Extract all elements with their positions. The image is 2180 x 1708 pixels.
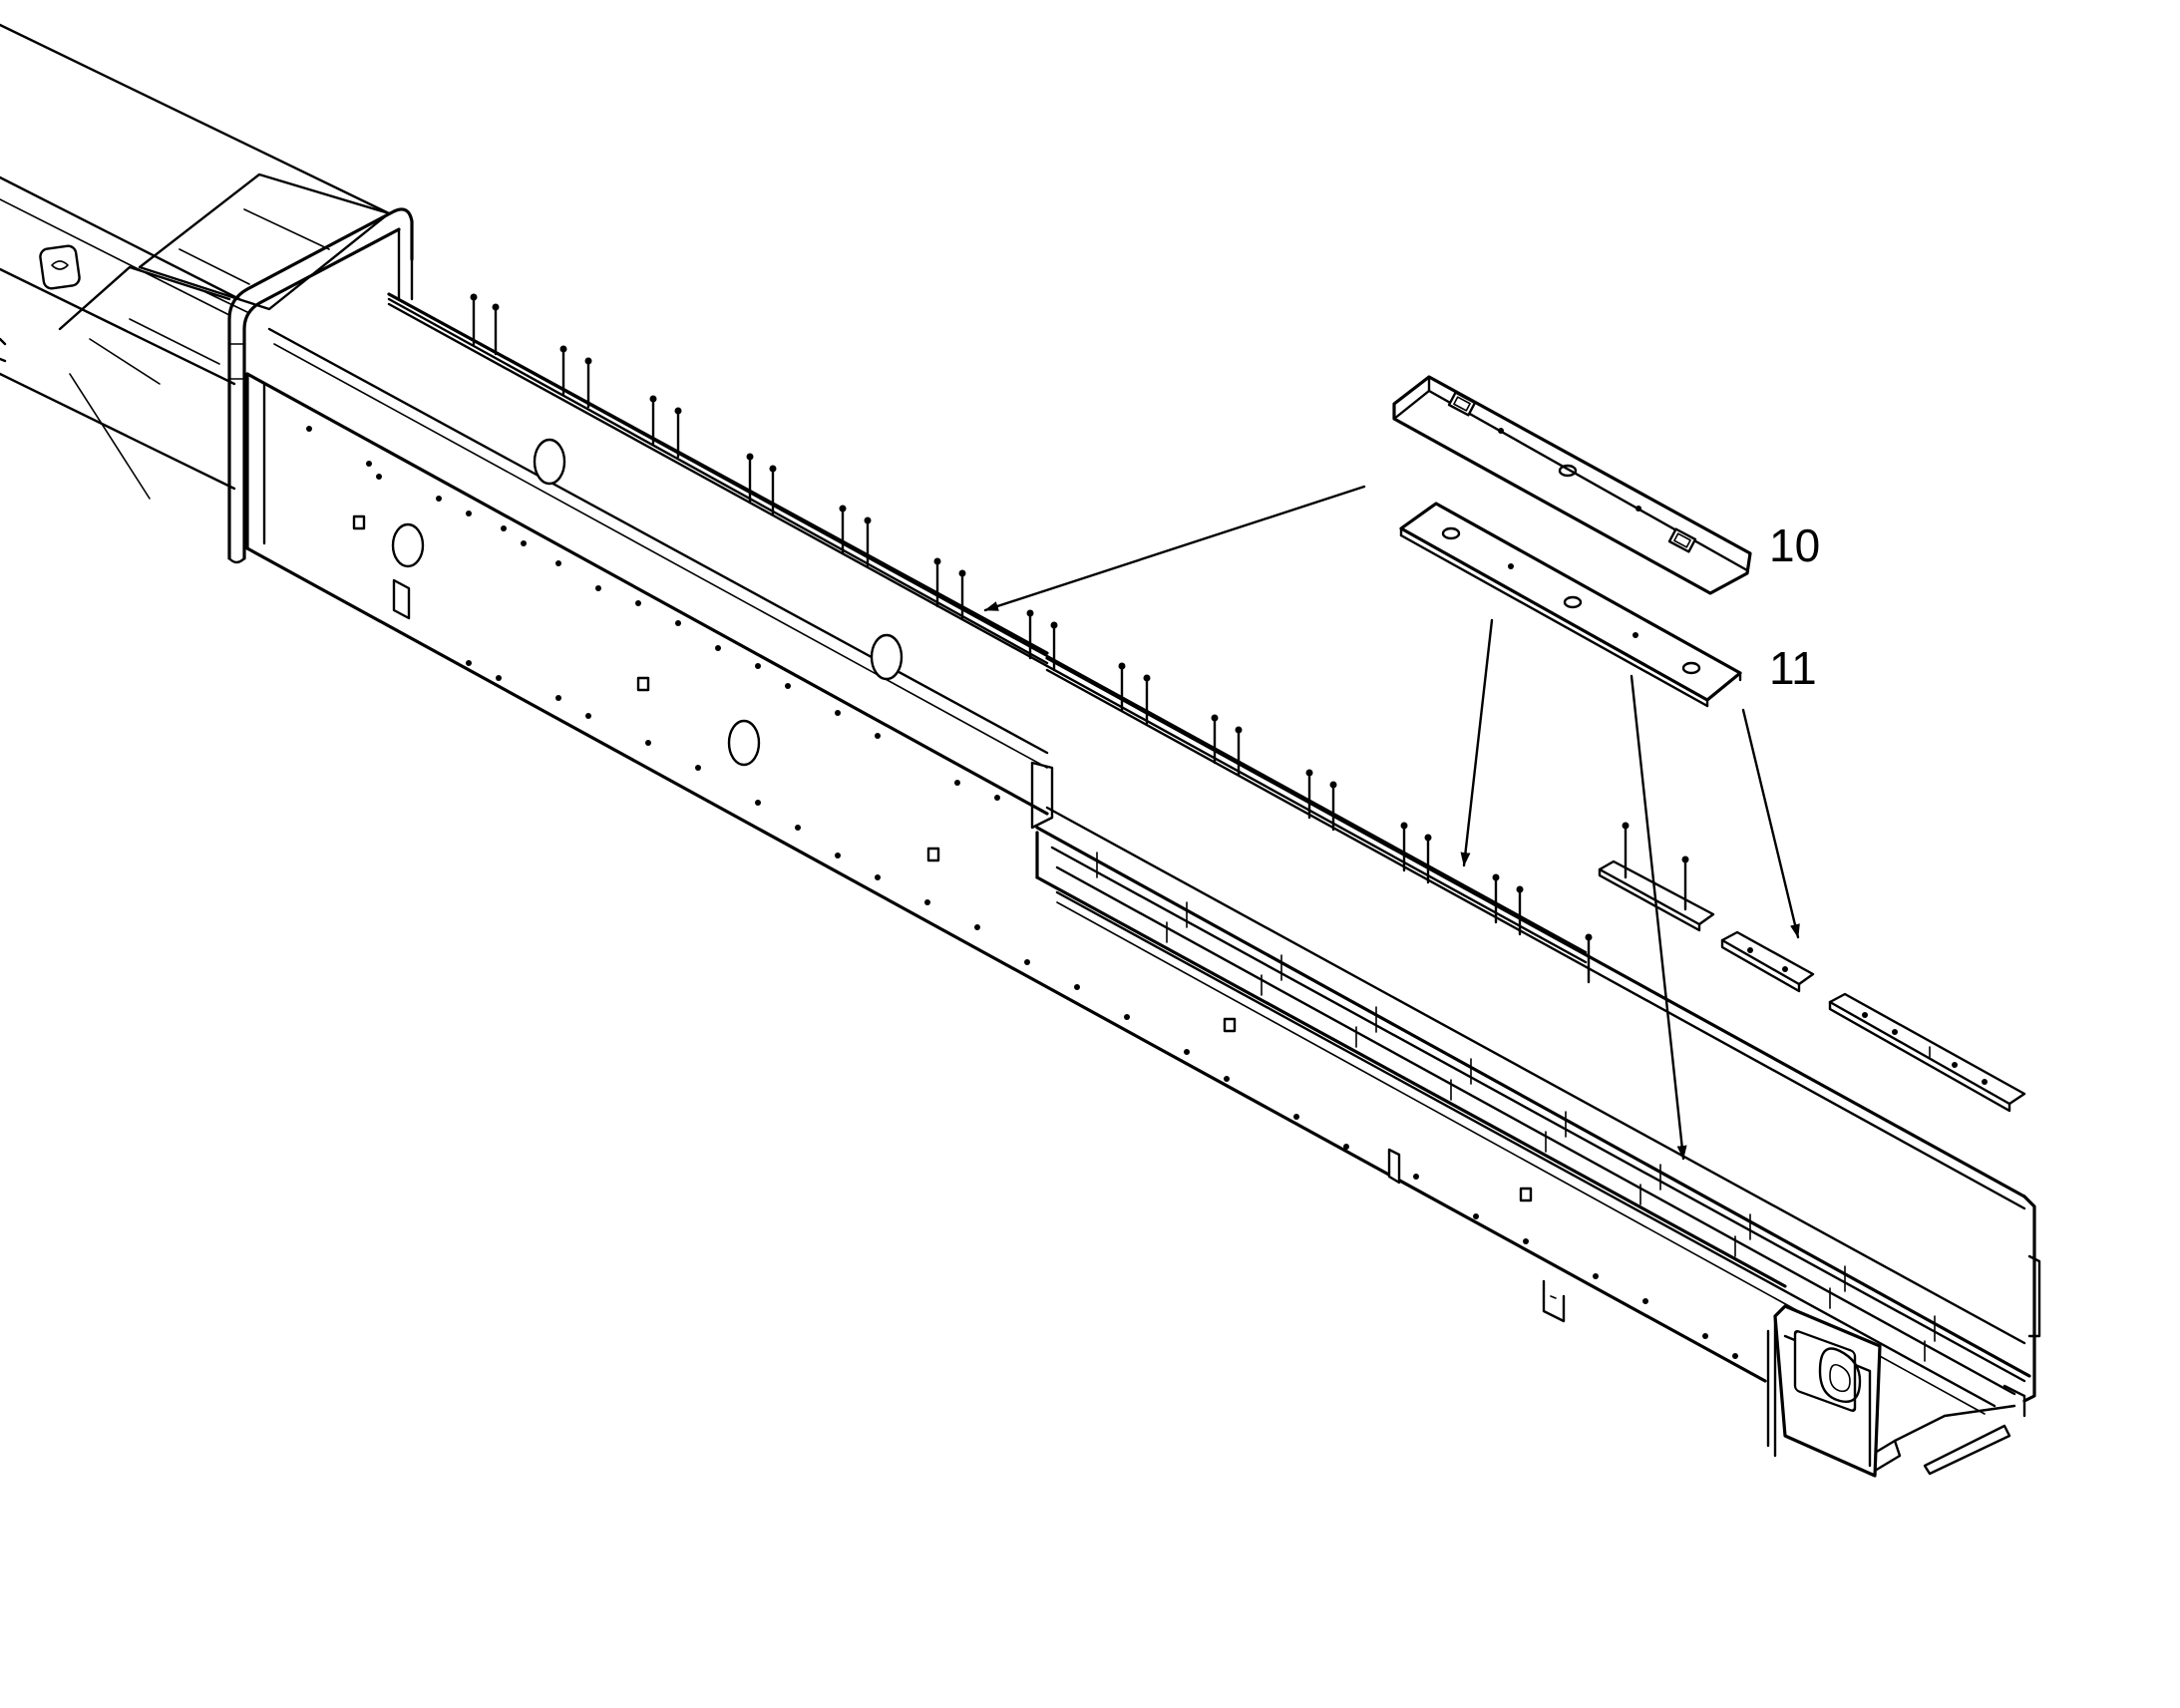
upper-guide-strip-with-studs	[387, 292, 1593, 984]
part-11-flat-strip	[1399, 502, 1742, 708]
upper-conveyor-section	[0, 23, 391, 500]
lower-wear-strips	[1096, 852, 1936, 1362]
callout-11: 11	[1769, 642, 1817, 694]
leader-arrows	[983, 485, 1800, 1161]
part-10-wear-bar	[1392, 375, 1752, 595]
lifting-hoop	[227, 207, 414, 564]
callout-10: 10	[1769, 519, 1820, 571]
loose-stud-plate	[1598, 822, 1715, 932]
side-panel-holes	[306, 426, 1738, 1359]
loose-short-strip	[1720, 930, 1815, 993]
loose-long-strip	[1828, 992, 2026, 1113]
lower-conveyor-body	[245, 292, 2041, 1478]
